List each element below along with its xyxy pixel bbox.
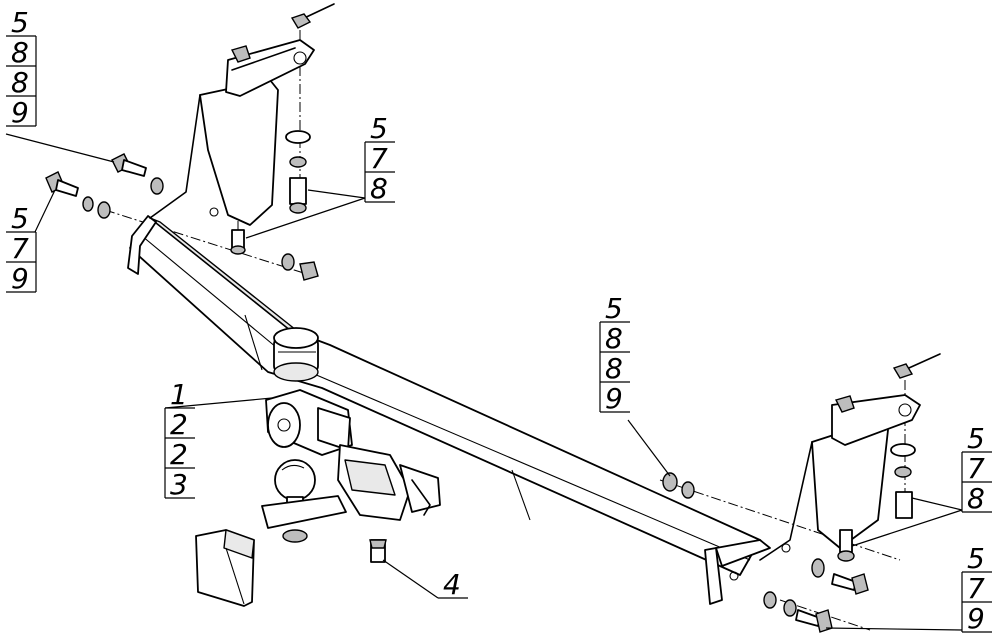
callout-number: 5 bbox=[11, 202, 29, 235]
receiver-cover-cap bbox=[195, 529, 255, 607]
callout-right-lower-bolt-set: 579 bbox=[961, 542, 992, 635]
callout-number: 9 bbox=[605, 382, 623, 415]
callout-number: 8 bbox=[11, 36, 29, 69]
callout-number: 4 bbox=[443, 568, 461, 601]
callout-number: 1 bbox=[170, 378, 188, 411]
callout-number: 5 bbox=[370, 112, 388, 145]
electrical-socket bbox=[273, 327, 319, 382]
tow-ball-and-receiver bbox=[261, 389, 441, 563]
callout-number: 5 bbox=[11, 6, 29, 39]
right-mounting-bracket bbox=[729, 353, 941, 581]
callout-hitch-pin: 4 bbox=[438, 568, 468, 601]
callout-number: 2 bbox=[170, 438, 188, 471]
callout-number: 2 bbox=[170, 408, 188, 441]
callout-number: 8 bbox=[370, 172, 388, 205]
callout-number: 9 bbox=[11, 96, 29, 129]
callout-number: 8 bbox=[605, 352, 623, 385]
callout-number: 5 bbox=[967, 542, 985, 575]
fasteners bbox=[45, 130, 916, 633]
callout-number: 7 bbox=[967, 572, 985, 605]
callout-right-upper-bolt-set: 578 bbox=[961, 422, 992, 515]
left-mounting-bracket bbox=[149, 3, 335, 226]
leader-lines bbox=[5, 133, 963, 631]
callout-top-left-bolt-set: 579 bbox=[6, 202, 37, 295]
callout-number: 3 bbox=[170, 468, 188, 501]
callout-number: 5 bbox=[967, 422, 985, 455]
callout-number: 7 bbox=[370, 142, 388, 175]
callout-top-center-bolt-set: 578 bbox=[364, 112, 395, 205]
callout-number: 8 bbox=[967, 482, 985, 515]
callout-number: 9 bbox=[11, 262, 29, 295]
callout-number: 9 bbox=[967, 602, 985, 635]
callout-number: 8 bbox=[605, 322, 623, 355]
callout-number: 5 bbox=[605, 292, 623, 325]
callout-number: 7 bbox=[967, 452, 985, 485]
callout-number: 7 bbox=[11, 232, 29, 265]
callout-number: 8 bbox=[11, 66, 29, 99]
